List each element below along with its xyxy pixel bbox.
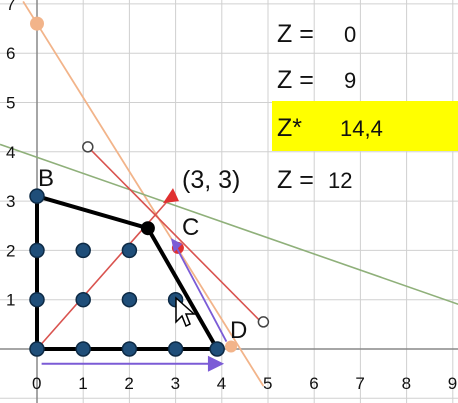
x-tick-label: 9 (448, 374, 457, 393)
x-tick-label: 4 (217, 374, 226, 393)
objective-direction-arrow (36, 196, 172, 350)
arrowhead-red (162, 188, 179, 204)
z-row-2-label: Z = (277, 66, 314, 94)
mouse-cursor-icon (175, 296, 196, 328)
z-row-4-label: Z = (277, 166, 314, 194)
objective-line-red (87, 146, 262, 323)
vertex-label-d: D (230, 317, 247, 344)
z-row-2-value: 9 (344, 68, 356, 93)
y-tick-label: 6 (6, 44, 15, 63)
constraint-intercept-dot (30, 16, 44, 31)
y-tick-label: 3 (6, 192, 15, 211)
vertex-c-dot (140, 221, 155, 236)
constraint-intercept-dot (225, 340, 238, 353)
x-tick-label: 1 (78, 374, 87, 393)
y-tick-label: 2 (6, 241, 15, 260)
integer-point[interactable] (75, 291, 91, 308)
point-label-3-3: (3, 3) (182, 166, 240, 194)
integer-point[interactable] (29, 341, 45, 357)
arrowhead-purple (170, 238, 183, 253)
integer-point[interactable] (209, 341, 225, 357)
z-row-3-value: 14,4 (340, 116, 383, 141)
z-row-3-label: Z* (277, 114, 302, 142)
open-point (257, 316, 270, 328)
x-tick-label: 0 (32, 374, 41, 393)
y-tick-label: 1 (6, 291, 15, 310)
x-tick-label: 6 (309, 374, 318, 393)
integer-point[interactable] (121, 242, 138, 259)
z-row-1-label: Z = (277, 20, 314, 48)
integer-point[interactable] (167, 341, 184, 357)
integer-point[interactable] (121, 341, 138, 357)
z-row-1-value: 0 (344, 22, 356, 47)
y-tick-label: 7 (6, 0, 15, 14)
integer-point[interactable] (121, 291, 138, 308)
y-tick-label: 5 (6, 94, 15, 113)
z-row-4-value: 12 (328, 168, 352, 193)
x-tick-label: 7 (355, 374, 364, 393)
vertex-label-c: C (182, 214, 199, 241)
integer-point[interactable] (29, 242, 45, 259)
z-star-highlight (272, 101, 458, 151)
vertex-label-b: B (38, 165, 54, 192)
x-tick-label: 8 (402, 374, 411, 393)
x-tick-label: 2 (124, 374, 133, 393)
integer-point[interactable] (75, 341, 91, 357)
integer-point[interactable] (29, 188, 45, 204)
integer-point[interactable] (75, 242, 91, 259)
vector-purple-diagonal (172, 241, 228, 343)
open-point (82, 141, 94, 153)
x-tick-label: 5 (263, 374, 272, 393)
y-tick-label: 4 (6, 143, 15, 162)
integer-points[interactable] (29, 188, 225, 357)
z-values-panel: Z = 0 Z = 9 Z* 14,4 Z = 12 (272, 20, 458, 194)
integer-point[interactable] (29, 291, 45, 308)
constraint-lines (0, 0, 458, 387)
x-tick-label: 3 (171, 374, 180, 393)
constraint-line-green (0, 143, 458, 306)
arrowhead-purple (207, 355, 225, 372)
